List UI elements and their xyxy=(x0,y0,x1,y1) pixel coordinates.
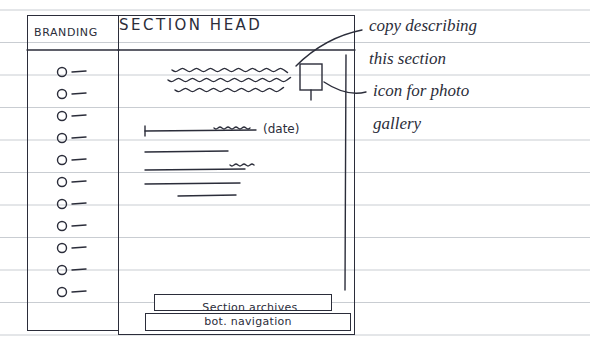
section-heading: SECTION HEAD xyxy=(119,16,262,34)
nav-bullet xyxy=(58,68,67,77)
section-column: Section archivesbot. navigation SECTION H… xyxy=(118,15,355,335)
nav-dash xyxy=(72,247,86,248)
ruled-line xyxy=(0,270,590,271)
navigation-box: bot. navigation xyxy=(145,313,351,331)
header-divider xyxy=(27,49,119,50)
sketch-ink xyxy=(27,30,366,297)
ruled-line xyxy=(0,205,590,206)
nav-dash xyxy=(72,181,86,182)
ruled-line xyxy=(0,172,590,173)
nav-bullet xyxy=(58,178,67,187)
gallery-icon xyxy=(300,64,322,90)
ruled-line xyxy=(0,237,590,238)
copy-squiggle xyxy=(168,78,291,82)
box-label: Section archives xyxy=(202,301,297,314)
scribble xyxy=(230,164,254,166)
nav-bullet xyxy=(58,156,67,165)
nav-dash xyxy=(72,291,86,292)
nav-bullet xyxy=(58,134,67,143)
nav-bullet xyxy=(58,244,67,253)
nav-dash xyxy=(72,71,86,72)
copy-squiggle xyxy=(172,68,288,72)
nav-dash xyxy=(72,93,86,94)
box-label: bot. navigation xyxy=(204,315,292,328)
ruled-line xyxy=(0,75,590,76)
leader-line xyxy=(324,82,366,93)
nav-bullet xyxy=(58,266,67,275)
scribble xyxy=(214,127,250,129)
nav-bullet xyxy=(58,90,67,99)
date-label: (date) xyxy=(262,122,300,136)
text-line xyxy=(145,151,228,152)
header-divider xyxy=(118,49,355,50)
annotation-note: icon for photo gallery xyxy=(372,75,478,140)
ruled-line xyxy=(0,42,590,43)
nav-bullet xyxy=(58,222,67,231)
ruled-line xyxy=(0,140,590,141)
inner-border xyxy=(345,55,346,290)
nav-dash xyxy=(72,115,86,116)
nav-bullet xyxy=(58,200,67,209)
ruled-line xyxy=(0,10,590,11)
section-heading: BRANDING xyxy=(34,26,98,39)
text-line xyxy=(145,169,245,170)
text-line xyxy=(145,183,240,184)
branding-column: BRANDING xyxy=(27,15,119,331)
gallery-icon-line xyxy=(310,90,311,100)
ruled-line xyxy=(0,107,590,108)
nav-bullet xyxy=(58,288,67,297)
annotation-note: copy describing this section xyxy=(368,10,498,75)
copy-squiggle xyxy=(175,88,284,92)
headline-tick xyxy=(144,126,145,136)
text-line xyxy=(178,195,236,196)
nav-dash xyxy=(72,225,86,226)
nav-dash xyxy=(72,159,86,160)
nav-dash xyxy=(72,269,86,270)
nav-dash xyxy=(72,137,86,138)
archives-box: Section archives xyxy=(154,294,332,311)
headline-line xyxy=(145,130,256,131)
nav-dash xyxy=(72,203,86,204)
nav-bullet xyxy=(58,112,67,121)
leader-line xyxy=(296,30,362,66)
